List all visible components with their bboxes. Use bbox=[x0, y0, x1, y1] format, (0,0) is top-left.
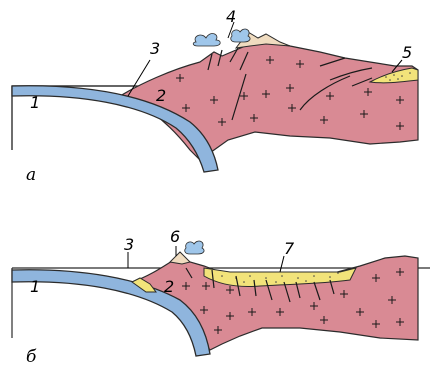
panel-a-label-5: 5 bbox=[402, 43, 412, 62]
panel-a-label-3: 3 bbox=[150, 39, 160, 58]
panel-a-label-4: 4 bbox=[226, 7, 236, 26]
panel-a-label-1: 1 bbox=[30, 93, 40, 112]
panel-b-eruption-plume bbox=[185, 241, 204, 254]
panel-a-letter: а bbox=[26, 165, 36, 185]
panel-b-label-3: 3 bbox=[124, 235, 134, 254]
panel-a: 1 2 3 4 5 а bbox=[12, 7, 418, 185]
panel-b-label-2: 2 bbox=[164, 277, 174, 296]
panel-b-label-1: 1 bbox=[30, 277, 40, 296]
panel-b-label-6: 6 bbox=[170, 227, 180, 246]
panel-a-label-2: 2 bbox=[156, 86, 166, 105]
panel-b-label-7: 7 bbox=[284, 239, 295, 258]
panel-b-leader-7 bbox=[280, 256, 284, 272]
panel-b-letter: б bbox=[26, 347, 37, 365]
panel-b: 1 2 3 6 7 б bbox=[12, 227, 430, 365]
